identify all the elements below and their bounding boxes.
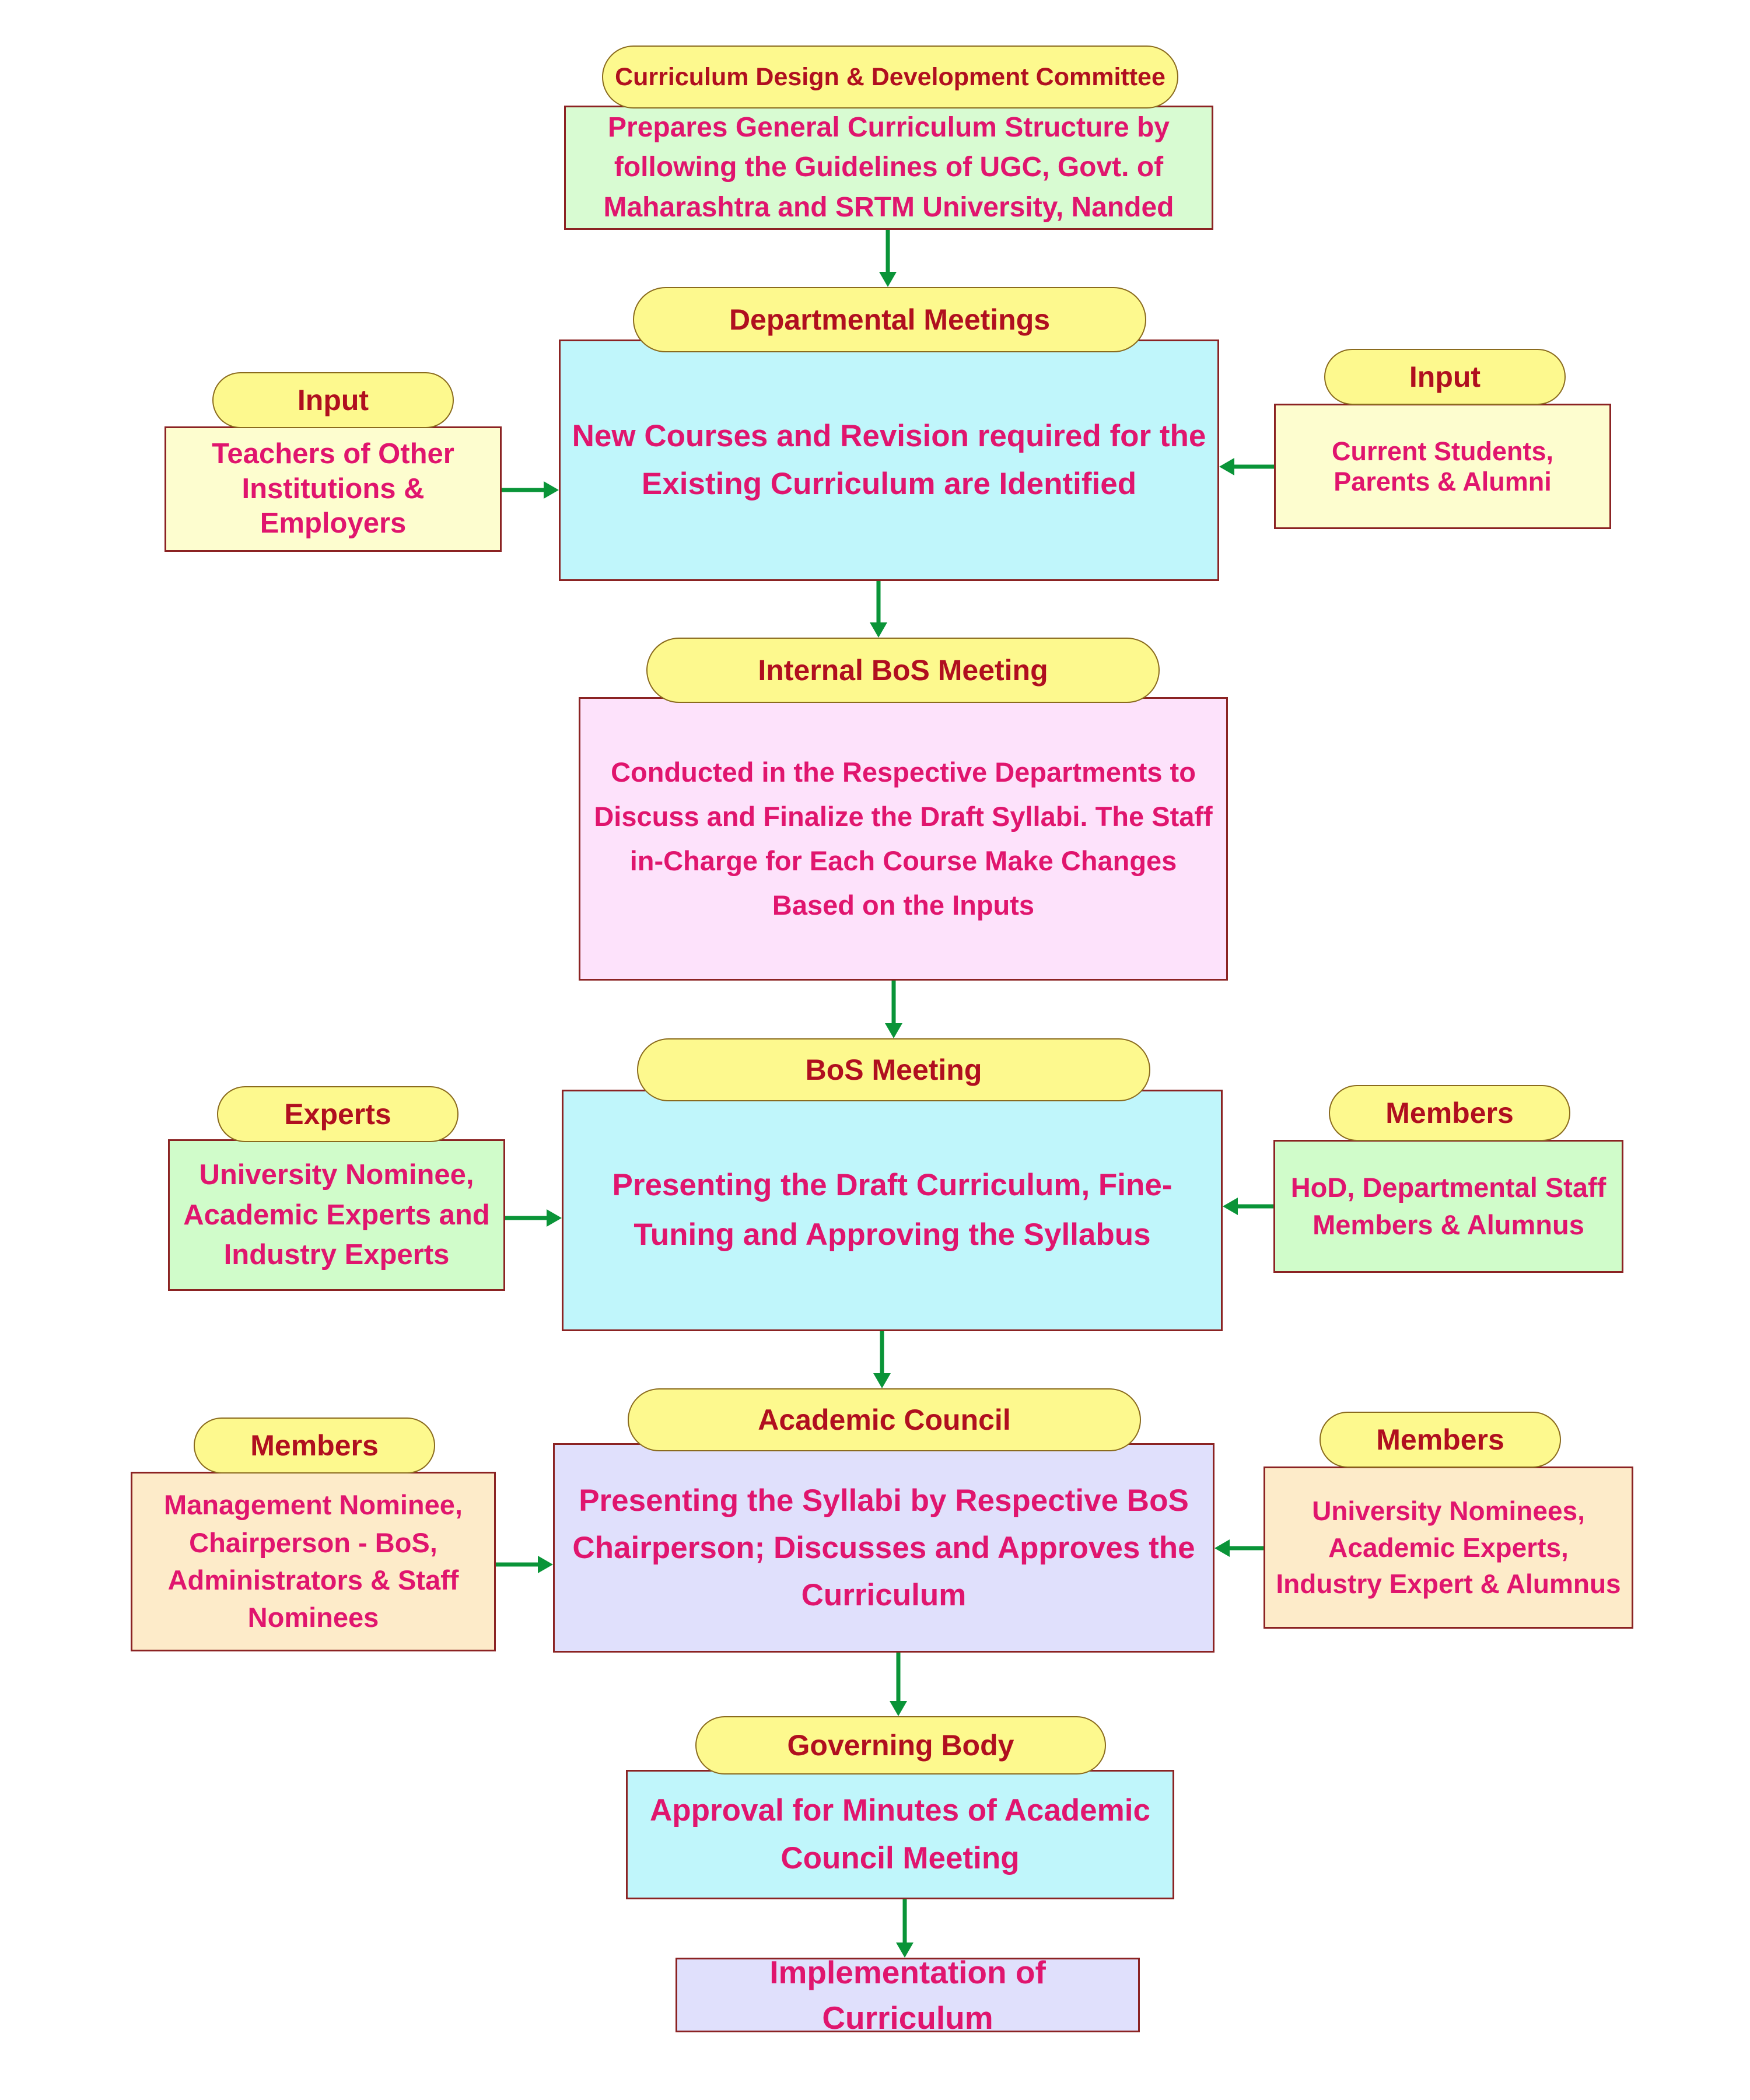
arrow-head — [890, 1701, 907, 1716]
arrow-head — [1223, 1198, 1238, 1215]
arrow-head — [547, 1209, 562, 1227]
departmental-label: Departmental Meetings — [633, 287, 1146, 352]
arrow-experts-to-bos — [505, 1209, 562, 1227]
academic-council-text: Presenting the Syllabi by Respective BoS… — [572, 1483, 1195, 1613]
academic-council-box: Presenting the Syllabi by Respective BoS… — [553, 1443, 1214, 1653]
input-right-label: Input — [1324, 349, 1566, 405]
arrow-head — [870, 622, 887, 638]
arrow-ccdc-to-departmental — [879, 230, 897, 287]
bos-text: Presenting the Draft Curriculum, Fine-Tu… — [612, 1168, 1172, 1252]
arrow-departmental-to-internal-bos — [870, 581, 887, 638]
arrow-head — [1214, 1539, 1230, 1557]
arrow-head — [885, 1023, 902, 1038]
ccdc-text: Prepares General Curriculum Structure by… — [603, 112, 1174, 223]
ac-members-left-label: Members — [194, 1418, 435, 1474]
arrow-head — [538, 1556, 553, 1573]
arrow-input-right-to-departmental — [1219, 458, 1274, 475]
ac-members-left-box: Management Nominee, Chairperson - BoS, A… — [131, 1472, 496, 1651]
input-right-box: Current Students, Parents & Alumni — [1274, 404, 1611, 529]
governing-body-box: Approval for Minutes of Academic Council… — [626, 1770, 1174, 1899]
arrow-gb-to-implementation — [896, 1899, 914, 1958]
ccdc-label: Curriculum Design & Development Committe… — [602, 46, 1178, 108]
internal-bos-label: Internal BoS Meeting — [646, 638, 1160, 703]
internal-bos-text: Conducted in the Respective Departments … — [594, 756, 1213, 921]
arrow-ac-to-governing-body — [890, 1653, 907, 1716]
ac-members-left-text: Management Nominee, Chairperson - BoS, A… — [164, 1489, 463, 1633]
governing-body-label: Governing Body — [695, 1716, 1106, 1774]
bos-members-box: HoD, Departmental Staff Members & Alumnu… — [1273, 1140, 1623, 1273]
experts-text: University Nominee, Academic Experts and… — [183, 1159, 490, 1271]
bos-box: Presenting the Draft Curriculum, Fine-Tu… — [562, 1090, 1223, 1331]
ac-members-right-text: University Nominees, Academic Experts, I… — [1276, 1496, 1621, 1600]
departmental-box: New Courses and Revision required for th… — [559, 340, 1219, 581]
bos-members-label: Members — [1329, 1085, 1570, 1141]
input-left-text: Teachers of Other Institutions & Employe… — [212, 438, 454, 540]
ccdc-box: Prepares General Curriculum Structure by… — [564, 106, 1213, 230]
arrow-internal-bos-to-bos — [885, 981, 902, 1038]
bos-label: BoS Meeting — [637, 1038, 1150, 1101]
arrow-ac-left-to-academic-council — [496, 1556, 553, 1573]
academic-council-label: Academic Council — [628, 1388, 1141, 1451]
ac-members-right-box: University Nominees, Academic Experts, I… — [1264, 1466, 1633, 1629]
governing-body-text: Approval for Minutes of Academic Council… — [650, 1793, 1150, 1875]
arrow-head — [879, 272, 897, 287]
arrow-ac-right-to-academic-council — [1214, 1539, 1264, 1557]
ac-members-right-label: Members — [1320, 1412, 1561, 1468]
arrow-head — [544, 481, 559, 499]
experts-box: University Nominee, Academic Experts and… — [168, 1139, 505, 1291]
input-left-label: Input — [212, 372, 454, 428]
arrow-bos-members-to-bos — [1223, 1198, 1273, 1215]
arrow-bos-to-academic-council — [873, 1331, 891, 1388]
arrow-input-left-to-departmental — [502, 481, 559, 499]
experts-label: Experts — [217, 1086, 459, 1142]
arrow-head — [873, 1373, 891, 1388]
departmental-text: New Courses and Revision required for th… — [572, 418, 1206, 501]
input-right-text: Current Students, Parents & Alumni — [1331, 436, 1554, 496]
arrow-head — [1219, 458, 1234, 475]
implementation-box: Implementation of Curriculum — [676, 1954, 1140, 2036]
arrow-head — [896, 1943, 914, 1958]
bos-members-text: HoD, Departmental Staff Members & Alumnu… — [1290, 1171, 1606, 1240]
implementation-text: Implementation of Curriculum — [769, 1954, 1046, 2036]
input-left-box: Teachers of Other Institutions & Employe… — [164, 426, 502, 552]
internal-bos-box: Conducted in the Respective Departments … — [579, 697, 1228, 981]
